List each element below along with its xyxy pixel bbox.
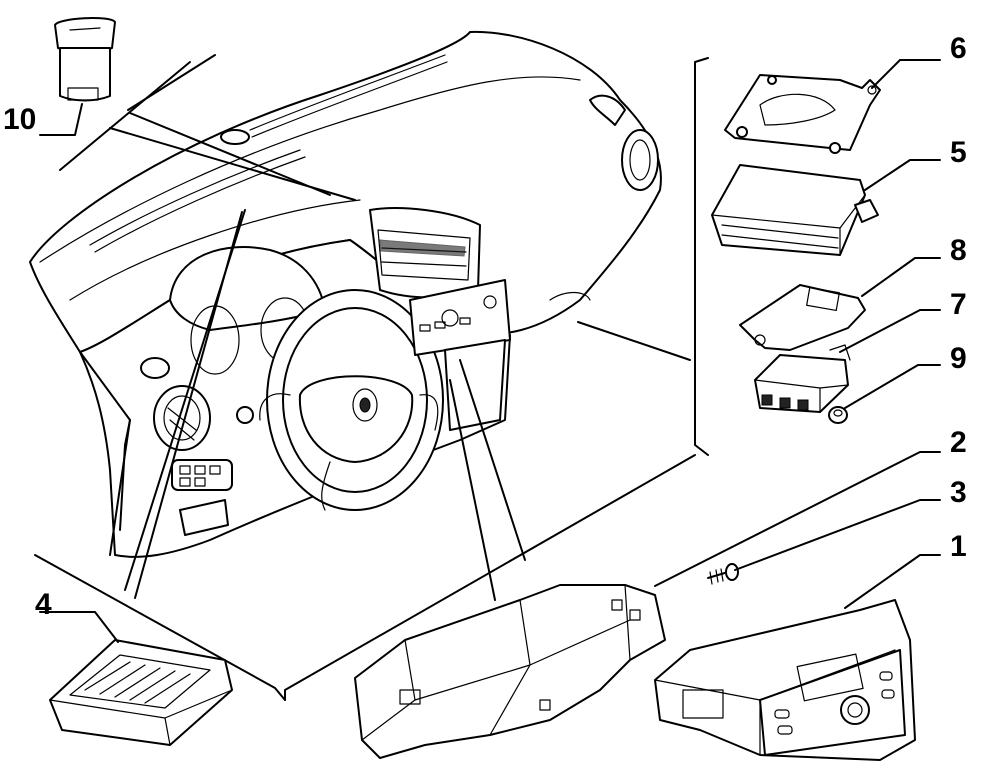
callout-2: 2 [950, 426, 967, 459]
part-8-plate [739, 284, 866, 351]
leader-lines [39, 59, 941, 643]
part-1-radio [654, 599, 916, 761]
part-4-ecu [49, 639, 233, 746]
part-2-frame [354, 584, 666, 759]
callout-6: 6 [950, 32, 967, 65]
callout-1: 1 [950, 530, 967, 563]
part-7-module [754, 344, 851, 413]
part-5-module [711, 164, 879, 256]
part-9-nut [828, 406, 848, 424]
callout-10: 10 [3, 103, 37, 136]
callout-7: 7 [950, 288, 967, 321]
callout-8: 8 [950, 234, 967, 267]
callout-4: 4 [35, 588, 52, 621]
frame-lines [34, 54, 709, 701]
callout-5: 5 [950, 136, 967, 169]
callout-9: 9 [950, 342, 967, 375]
part-3-screw [707, 563, 739, 585]
part-6-bracket [724, 74, 881, 154]
dashboard-assembly [29, 30, 662, 558]
part-10-switch [54, 17, 116, 102]
callout-3: 3 [950, 476, 967, 509]
